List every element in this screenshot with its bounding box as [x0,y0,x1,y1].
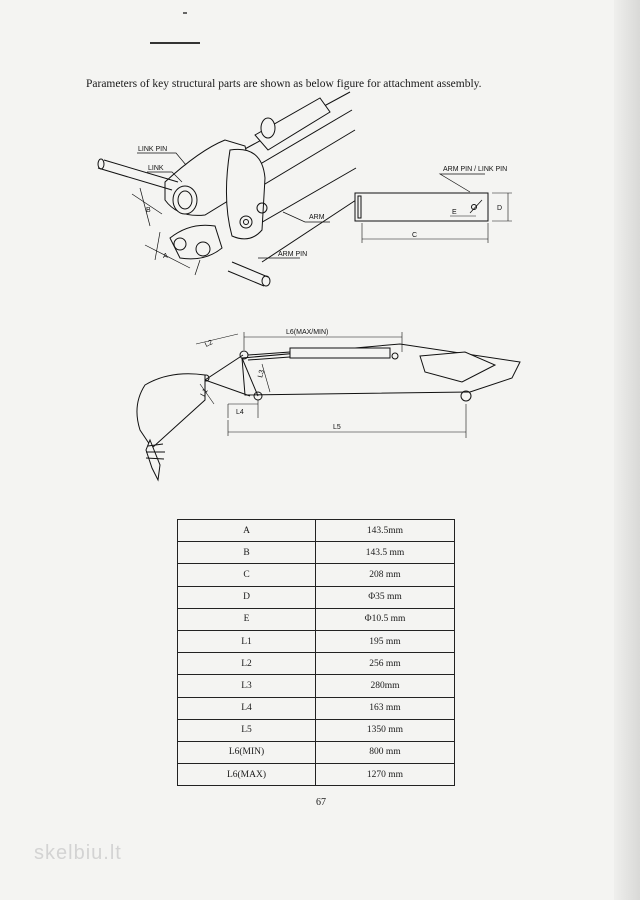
param-name-cell: E [177,607,316,631]
page-number: 67 [316,797,326,808]
label-pin-title: ARM PIN / LINK PIN [443,166,507,173]
label-l4: L4 [236,409,244,416]
label-l5: L5 [333,424,341,431]
param-value-cell: 143.5 mm [315,541,455,565]
param-value-cell: 195 mm [315,629,455,654]
param-name-cell: L1 [177,629,316,654]
label-dim-e: E [452,209,457,216]
pin-dimension-figure [354,173,512,243]
param-name-cell: C [177,563,316,587]
scan-mark [183,12,187,14]
label-dim-d: D [497,205,502,212]
attachment-isometric-figure [97,91,357,287]
table-row: L6(MAX)1270 mm [177,763,455,787]
param-value-cell: Φ10.5 mm [315,607,455,631]
page-edge-shadow [614,0,640,900]
param-value-cell: 208 mm [315,563,455,587]
label-arm: ARM [309,214,325,221]
param-name-cell: L6(MAX) [177,763,316,787]
arm-side-view-figure [136,332,521,482]
param-name-cell: A [177,518,316,543]
label-dim-b: B [146,207,151,214]
param-name-cell: L2 [177,652,316,676]
param-value-cell: 1350 mm [315,718,455,742]
param-value-cell: 800 mm [315,740,455,765]
param-name-cell: L3 [177,674,316,698]
label-link: LINK [148,165,164,172]
param-value-cell: 256 mm [315,652,455,676]
label-l2: L2 [204,339,214,349]
param-name-cell: L5 [177,718,316,742]
header-rule [150,42,200,44]
label-l3: L3 [257,369,266,378]
param-value-cell: 163 mm [315,696,455,720]
param-value-cell: 143.5mm [315,518,455,543]
param-value-cell: 1270 mm [315,763,455,787]
label-l6: L6(MAX/MIN) [286,329,328,336]
label-link-pin: LINK PIN [138,146,167,153]
param-value-cell: 280mm [315,674,455,698]
param-value-cell: Φ35 mm [315,585,455,609]
label-l1: L1 [200,388,210,398]
table-row: L6(MIN)800 mm [177,740,455,765]
intro-text: Parameters of key structural parts are s… [86,78,482,90]
label-arm-pin: ARM PIN [278,251,307,258]
param-name-cell: B [177,541,316,565]
param-name-cell: L4 [177,696,316,720]
label-dim-a: A [163,253,168,260]
param-name-cell: L6(MIN) [177,740,316,765]
watermark: skelbiu.lt [34,842,122,864]
label-dim-c: C [412,232,417,239]
param-name-cell: D [177,585,316,609]
